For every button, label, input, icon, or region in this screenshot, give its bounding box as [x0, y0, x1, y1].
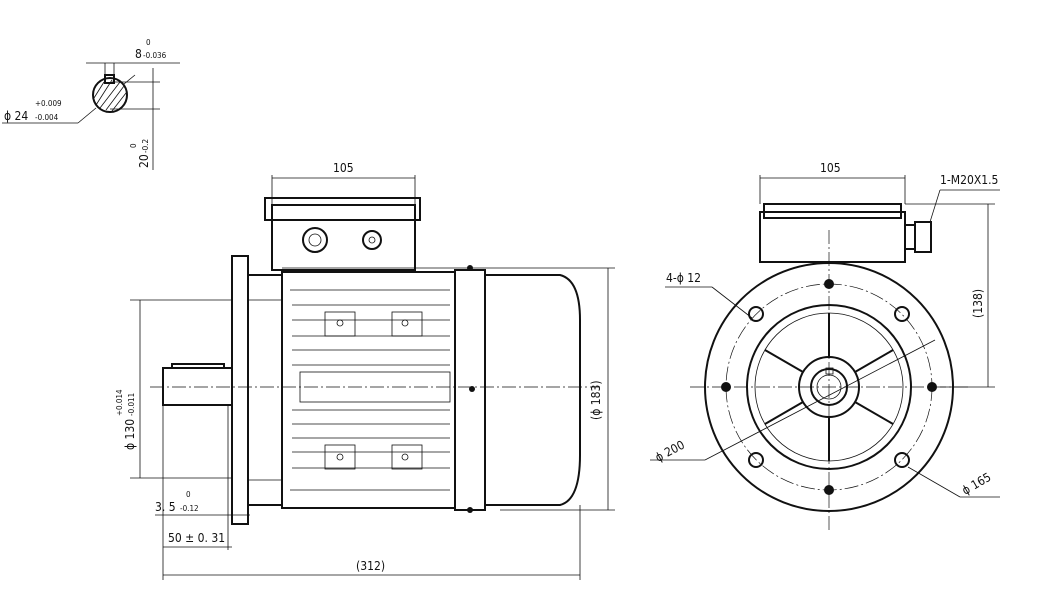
- shaft-dia-label: ϕ 24: [4, 109, 28, 123]
- cable-gland: [914, 221, 932, 253]
- cable-gland-label: 1-M20X1.5: [940, 173, 998, 187]
- spigot-dia-label: ϕ 130: [123, 419, 137, 450]
- fan-cover: [485, 274, 581, 506]
- key-width-label: 8: [135, 47, 142, 61]
- shaft-length-label: 50 ± 0. 31: [168, 531, 225, 545]
- key-width-lower-tol: -0.036: [143, 51, 167, 60]
- shaft: [162, 367, 233, 406]
- end-view: 105 1-M20X1.5 4-ϕ 12 (138) ϕ 200 ϕ 165: [650, 161, 1000, 530]
- box-height-label: (138): [971, 289, 985, 318]
- key-width-upper-tol: 0: [146, 38, 151, 47]
- flange-plate: [231, 255, 249, 525]
- spigot-depth-upper-tol: 0: [186, 490, 191, 499]
- key-depth-lower-tol: -0.2: [141, 139, 150, 153]
- mounting-holes: [721, 279, 937, 495]
- bolt-circle-dia-label: ϕ 165: [960, 470, 994, 498]
- shaft-key-section: 8 0 -0.036 ϕ 24 +0.009 -0.004 20 0 -0.2: [2, 38, 180, 170]
- key-depth-upper-tol: 0: [129, 143, 138, 148]
- motor-body: [281, 271, 456, 509]
- side-view: 105 (ϕ 183) ϕ 130 +0.014 -0.011 3. 5 0 -…: [115, 161, 615, 580]
- holes-label: 4-ϕ 12: [666, 271, 701, 285]
- shaft-dia-upper-tol: +0.009: [35, 99, 62, 108]
- terminal-box: [271, 204, 416, 271]
- spigot-dia-lower-tol: -0.011: [127, 393, 136, 416]
- key-depth-label: 20: [137, 154, 151, 168]
- overall-height-label: (ϕ 183): [589, 380, 603, 420]
- overall-length-label: (312): [356, 559, 385, 573]
- shaft-dia-lower-tol: -0.004: [35, 113, 59, 122]
- end-terminal-box-width: 105: [820, 161, 841, 175]
- spigot-depth-label: 3. 5: [155, 500, 176, 514]
- flange-dia-label: ϕ 200: [653, 438, 687, 465]
- spigot-dia-upper-tol: +0.014: [115, 389, 124, 416]
- side-terminal-box-width: 105: [333, 161, 354, 175]
- end-terminal-box: [759, 211, 906, 263]
- spigot-depth-lower-tol: -0.12: [180, 504, 199, 513]
